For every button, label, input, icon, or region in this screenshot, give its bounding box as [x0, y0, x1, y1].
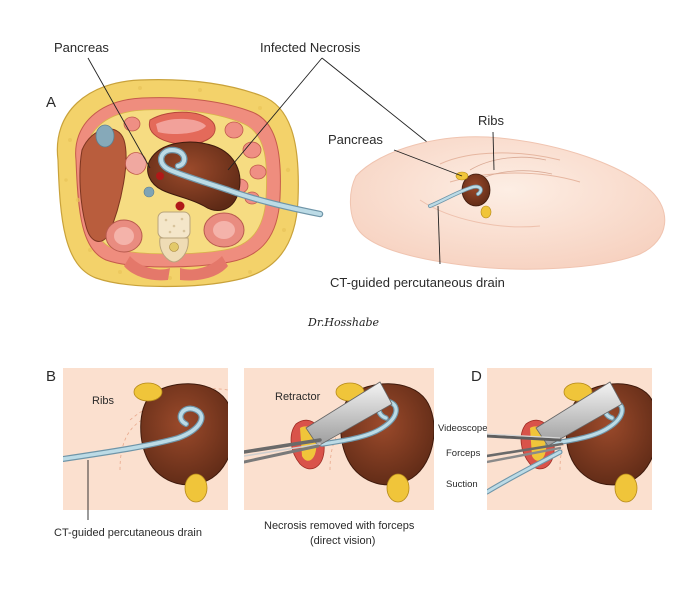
side-drain-label: CT-guided percutaneous drain: [330, 275, 505, 290]
pancreas-leader-line: [87, 57, 151, 169]
panel-b-caption: CT-guided percutaneous drain: [54, 527, 202, 539]
side-drain-leader: [437, 205, 441, 265]
panel-d-drawing: [487, 368, 652, 510]
artist-signature: Dr.Hosshabe: [307, 316, 380, 329]
side-pancreas-label: Pancreas: [328, 132, 383, 147]
panel-b-letter: B: [46, 368, 56, 385]
panel-c-caption-line1: Necrosis removed with forceps: [264, 520, 415, 532]
retractor-label: Retractor: [275, 391, 321, 403]
panel-b-ribs-label: Ribs: [92, 395, 115, 407]
side-ribs-leader: [492, 131, 495, 171]
infected-necrosis-label: Infected Necrosis: [260, 40, 361, 55]
patient-side-view: [350, 136, 666, 270]
side-pancreas-leader: [393, 149, 463, 177]
panel-b-drawing: [63, 368, 228, 510]
panel-a-letter: A: [46, 94, 56, 111]
forceps-label: Forceps: [446, 448, 481, 459]
panel-d-letter: D: [471, 368, 482, 385]
side-ribs-label: Ribs: [478, 113, 505, 128]
videoscope-label: Videoscope: [438, 423, 487, 434]
cross-section-diagram: [56, 79, 324, 288]
pancreas-label: Pancreas: [54, 40, 109, 55]
suction-label: Suction: [446, 479, 478, 490]
panel-c-drawing: [244, 368, 434, 510]
panel-c-caption-line2: (direct vision): [310, 535, 375, 547]
